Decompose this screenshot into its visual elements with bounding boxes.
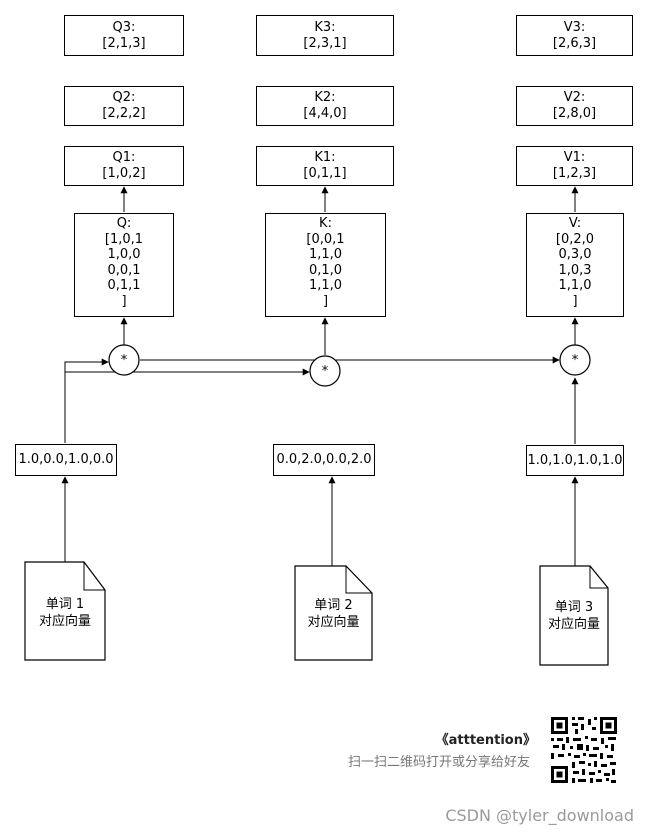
q-matrix-label: Q: [1,0,1 1,0,0 0,0,1 0,1,1 ] (104, 216, 144, 309)
v1-label: V1: [1,2,3] (552, 150, 597, 181)
share-title: 《atttention》 (435, 733, 536, 748)
document-shape-1 (24, 561, 106, 661)
v-matrix-label: V: [0,2,0 0,3,0 1,0,3 1,1,0 ] (555, 216, 595, 309)
v-matrix-box: V: [0,2,0 0,3,0 1,0,3 1,1,0 ] (526, 213, 624, 317)
document-shape-2 (294, 565, 373, 661)
q2-label: Q2: [2,2,2] (102, 90, 146, 121)
input-vector-3: 1.0,1.0,1.0,1.0 (526, 445, 624, 476)
document-label-3: 单词 3 对应向量 (547, 600, 600, 632)
operator-sign-3: * (572, 353, 579, 368)
qr-code-icon[interactable] (548, 714, 620, 786)
k2-box: K2: [4,4,0] (256, 86, 394, 126)
document-label-2: 单词 2 对应向量 (307, 598, 360, 630)
v1-box: V1: [1,2,3] (516, 146, 633, 186)
arrow-input1-to-op1 (64, 358, 109, 443)
k1-box: K1: [0,1,1] (256, 146, 394, 186)
k-matrix-box: K: [0,0,1 1,1,0 0,1,0 1,1,0 ] (265, 213, 386, 317)
q2-box: Q2: [2,2,2] (64, 86, 184, 126)
input-vector-2: 0.0,2.0,0.0,2.0 (273, 444, 375, 476)
operator-sign-1: * (121, 353, 128, 368)
input-vector-2-label: 0.0,2.0,0.0,2.0 (276, 452, 372, 467)
k1-label: K1: [0,1,1] (303, 150, 347, 181)
k2-label: K2: [4,4,0] (303, 90, 347, 121)
operator-sign-2: * (322, 364, 329, 379)
document-label-1: 单词 1 对应向量 (38, 597, 91, 629)
v2-box: V2: [2,8,0] (516, 86, 633, 126)
input-vector-1: 1.0,0.0,1.0,0.0 (15, 444, 117, 476)
v3-box: V3: [2,6,3] (516, 15, 633, 56)
k3-label: K3: [2,3,1] (303, 19, 347, 51)
q1-box: Q1: [1,0,2] (64, 146, 184, 186)
q3-label: Q3: [2,1,3] (102, 19, 146, 51)
input-vector-1-label: 1.0,0.0,1.0,0.0 (18, 452, 114, 467)
document-shape-3 (539, 565, 609, 666)
multiply-operator-3 (559, 344, 591, 376)
share-subtitle: 扫一扫二维码打开或分享给好友 (347, 755, 530, 770)
csdn-watermark: CSDN @tyler_download (445, 806, 634, 825)
multiply-operator-1 (108, 344, 140, 376)
multiply-operator-2 (309, 355, 341, 387)
q3-box: Q3: [2,1,3] (64, 15, 184, 56)
k-matrix-label: K: [0,0,1 1,1,0 0,1,0 1,1,0 ] (306, 216, 345, 309)
v3-label: V3: [2,6,3] (552, 19, 597, 51)
input-vector-3-label: 1.0,1.0,1.0,1.0 (527, 452, 623, 468)
v2-label: V2: [2,8,0] (552, 90, 597, 121)
q-matrix-box: Q: [1,0,1 1,0,0 0,0,1 0,1,1 ] (74, 213, 174, 317)
k3-box: K3: [2,3,1] (256, 15, 394, 56)
q1-label: Q1: [1,0,2] (102, 150, 146, 181)
